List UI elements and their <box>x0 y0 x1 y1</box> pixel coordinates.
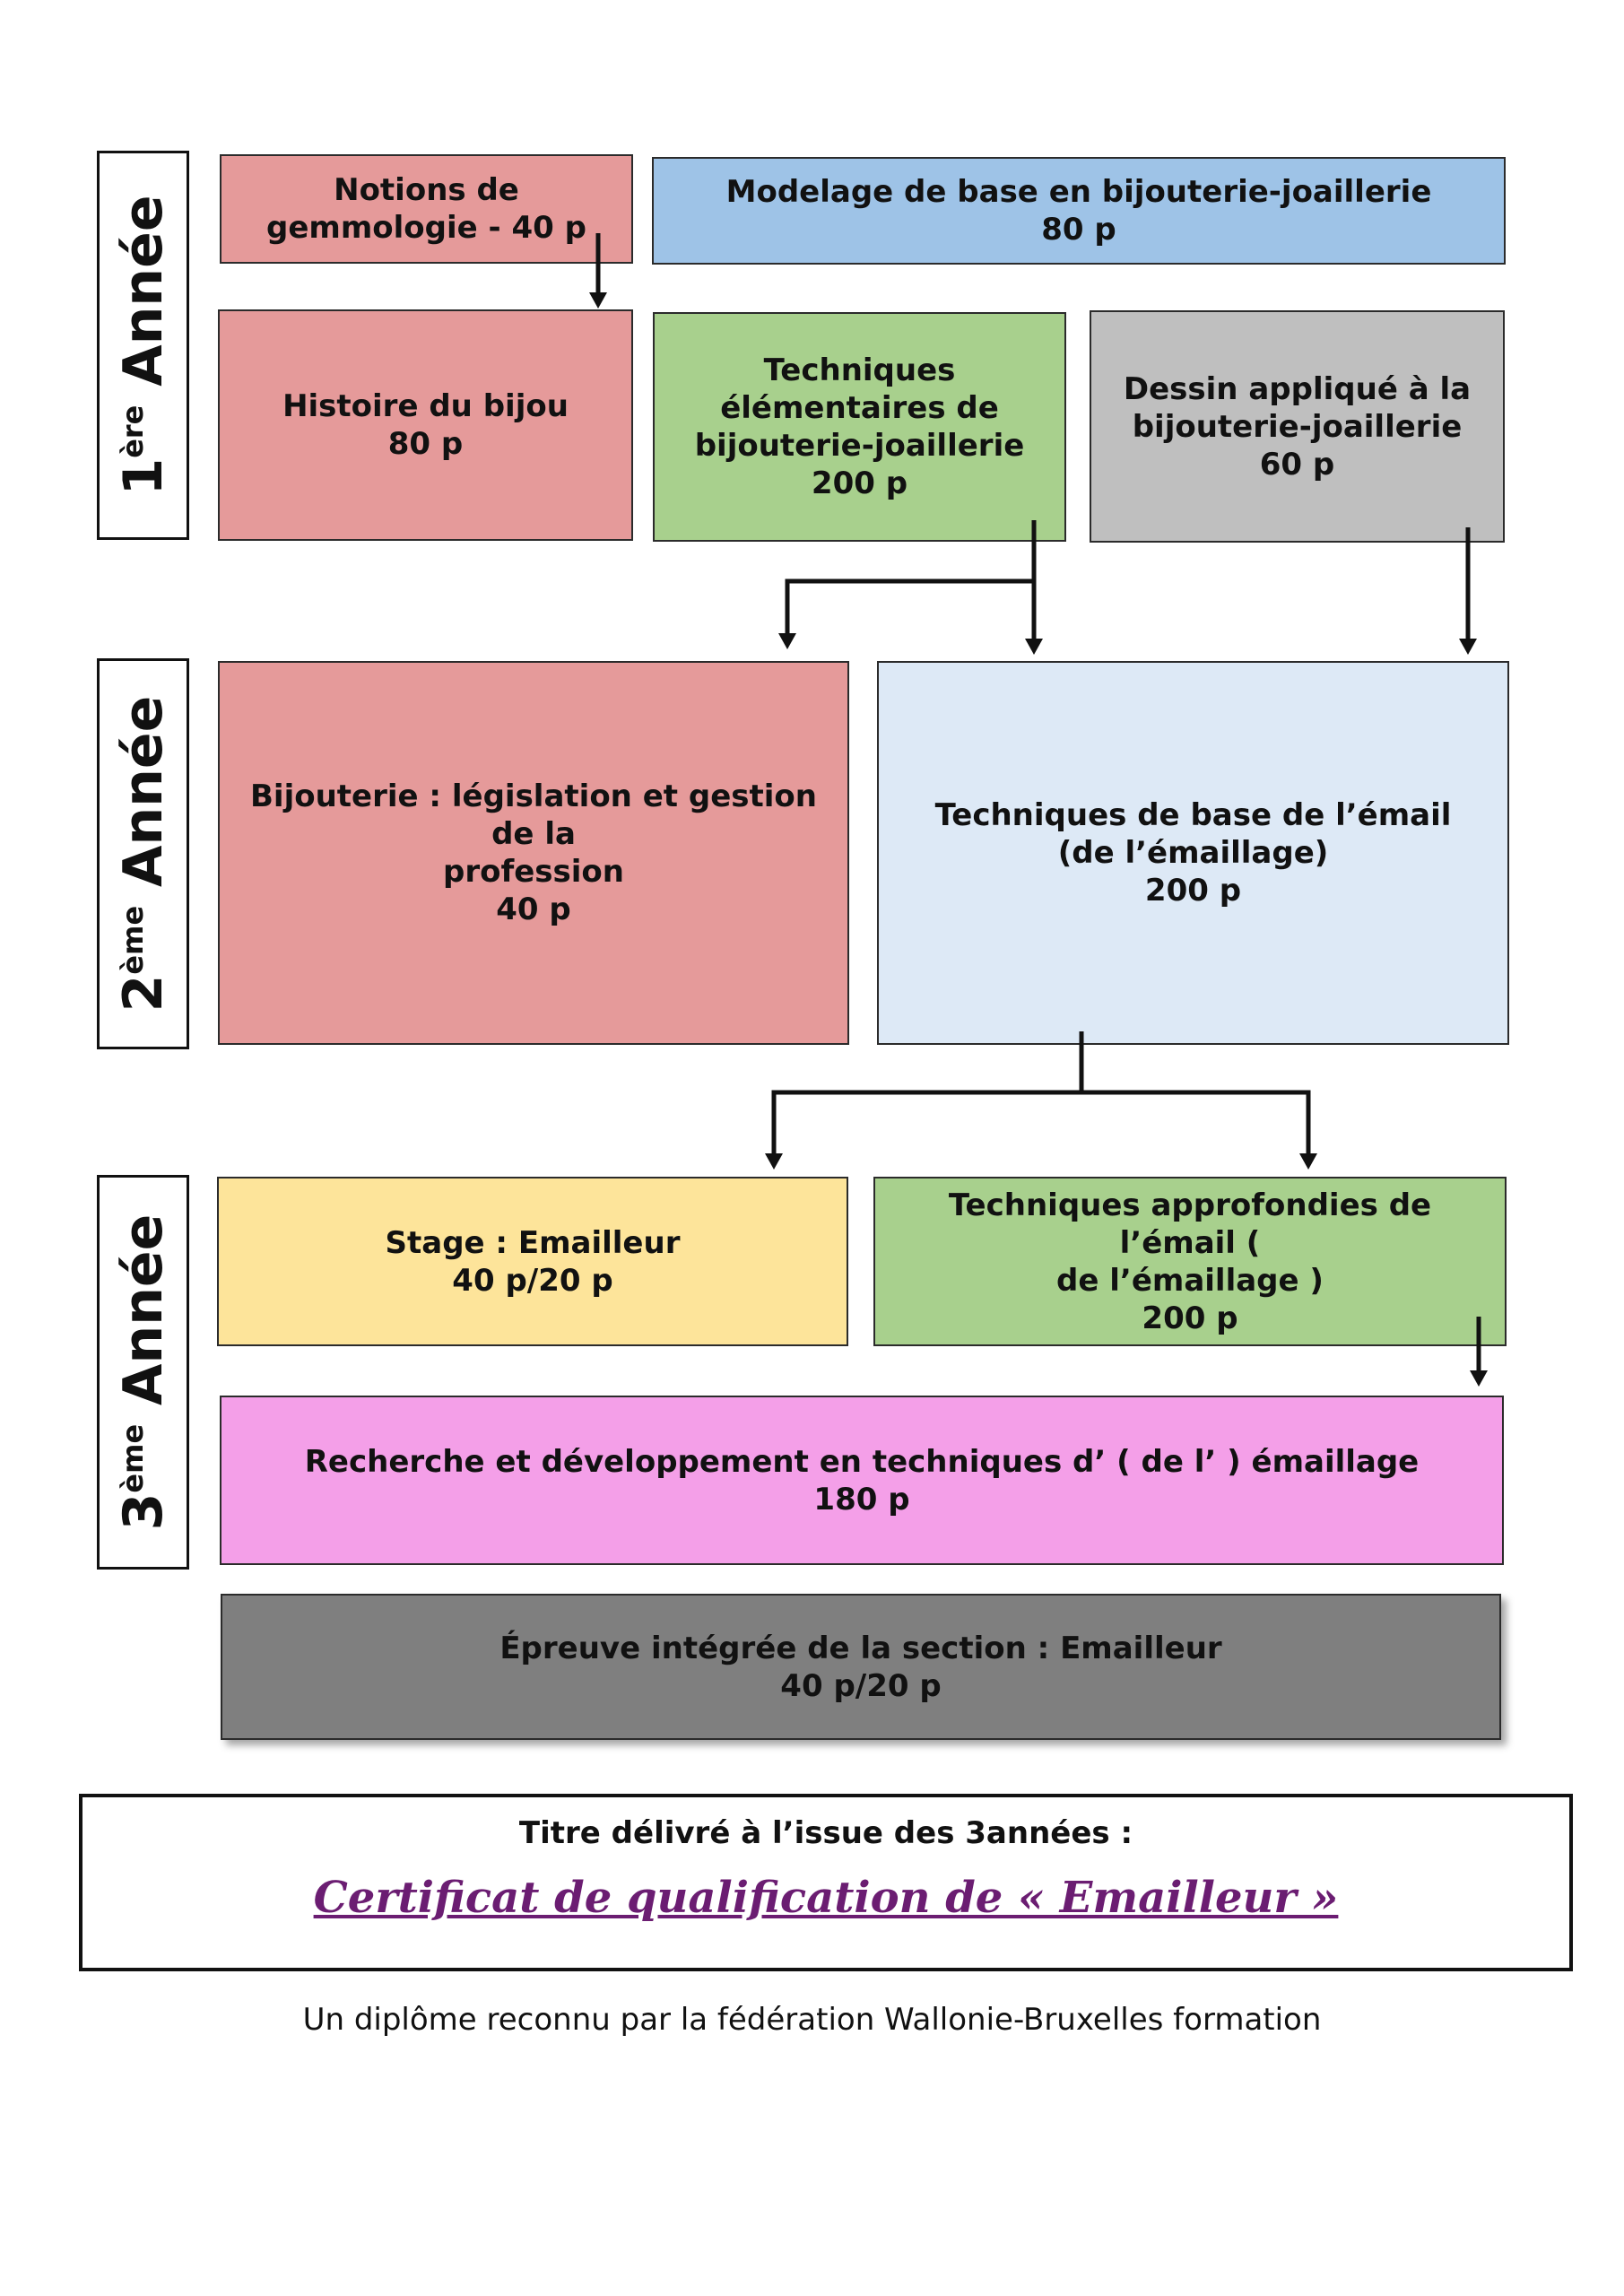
module-email-base-line: 200 p <box>1144 873 1242 909</box>
module-legislation: Bijouterie : législation et gestion de l… <box>218 661 849 1045</box>
module-epreuve: Épreuve intégrée de la section : Emaille… <box>221 1594 1501 1740</box>
module-histoire-line: 80 p <box>387 426 464 462</box>
module-recherche-line: Recherche et développement en techniques… <box>304 1443 1420 1480</box>
module-email-approfondi-line: de l’émaillage ) <box>1056 1262 1324 1299</box>
module-techniques-elementaires-line: Techniques <box>763 352 956 388</box>
module-legislation-line: Bijouterie : législation et gestion de l… <box>250 778 817 852</box>
module-email-approfondi: Techniques approfondies de l’émail ( de … <box>873 1177 1507 1346</box>
arrowhead <box>765 1153 783 1170</box>
module-gemmologie-line: Notions de <box>334 172 519 208</box>
certificate-title: Certificat de qualification de « Emaille… <box>313 1873 1339 1923</box>
module-legislation-line: profession <box>442 854 624 890</box>
module-email-approfondi-line: Techniques approfondies de l’émail ( <box>948 1187 1432 1261</box>
module-email-base: Techniques de base de l’émail (de l’émai… <box>877 661 1509 1045</box>
module-techniques-elementaires: Techniques élémentaires de bijouterie-jo… <box>653 312 1066 542</box>
module-dessin-line: 60 p <box>1259 446 1335 483</box>
arrowhead <box>1025 639 1043 655</box>
module-histoire: Histoire du bijou 80 p <box>218 309 633 541</box>
arrowhead <box>1459 639 1477 655</box>
module-modelage-line: 80 p <box>1041 212 1116 248</box>
year-2-label-box: 2ème Année <box>97 658 189 1049</box>
year-1-label-box: 1ère Année <box>97 151 189 540</box>
module-techniques-elementaires-line: bijouterie-joaillerie <box>694 428 1025 464</box>
module-legislation-line: 40 p <box>496 891 571 927</box>
arrow-techniques-branch <box>785 520 1037 639</box>
module-email-base-line: (de l’émaillage) <box>1057 835 1329 871</box>
arrowhead <box>1299 1153 1317 1170</box>
module-dessin: Dessin appliqué à la bijouterie-joailler… <box>1090 310 1505 543</box>
arrowhead <box>1470 1370 1488 1387</box>
module-modelage-line: Modelage de base en bijouterie-joailleri… <box>725 174 1432 210</box>
module-email-approfondi-line: 200 p <box>1142 1300 1238 1336</box>
module-gemmologie: Notions de gemmologie - 40 p <box>220 154 633 264</box>
module-dessin-line: Dessin appliqué à la <box>1123 370 1472 407</box>
module-recherche-line: 180 p <box>813 1481 910 1518</box>
module-histoire-line: Histoire du bijou <box>282 388 569 424</box>
module-modelage: Modelage de base en bijouterie-joailleri… <box>652 157 1506 265</box>
module-dessin-line: bijouterie-joaillerie <box>1132 408 1463 445</box>
module-techniques-elementaires-line: 200 p <box>811 465 908 501</box>
arrow-email-base-branch <box>771 1031 1311 1153</box>
certificate-intro: Titre délivré à l’issue des 3années : <box>518 1815 1133 1851</box>
module-stage-line: 40 p/20 p <box>452 1262 613 1299</box>
year-3-label-box: 3ème Année <box>97 1175 189 1570</box>
module-epreuve-line: Épreuve intégrée de la section : Emaille… <box>499 1630 1222 1666</box>
module-gemmologie-line: gemmologie - 40 p <box>266 210 586 246</box>
arrowhead <box>589 292 607 309</box>
certificate-box: Titre délivré à l’issue des 3années : Ce… <box>79 1794 1573 1971</box>
module-epreuve-line: 40 p/20 p <box>780 1667 942 1704</box>
module-email-base-line: Techniques de base de l’émail <box>934 797 1452 833</box>
arrowhead <box>778 633 796 649</box>
module-recherche: Recherche et développement en techniques… <box>220 1396 1504 1565</box>
module-techniques-elementaires-line: élémentaires de <box>720 390 999 426</box>
module-stage-line: Stage : Emailleur <box>385 1224 681 1261</box>
module-stage: Stage : Emailleur 40 p/20 p <box>217 1177 848 1346</box>
footer-note: Un diplôme reconnu par la fédération Wal… <box>302 2002 1322 2038</box>
